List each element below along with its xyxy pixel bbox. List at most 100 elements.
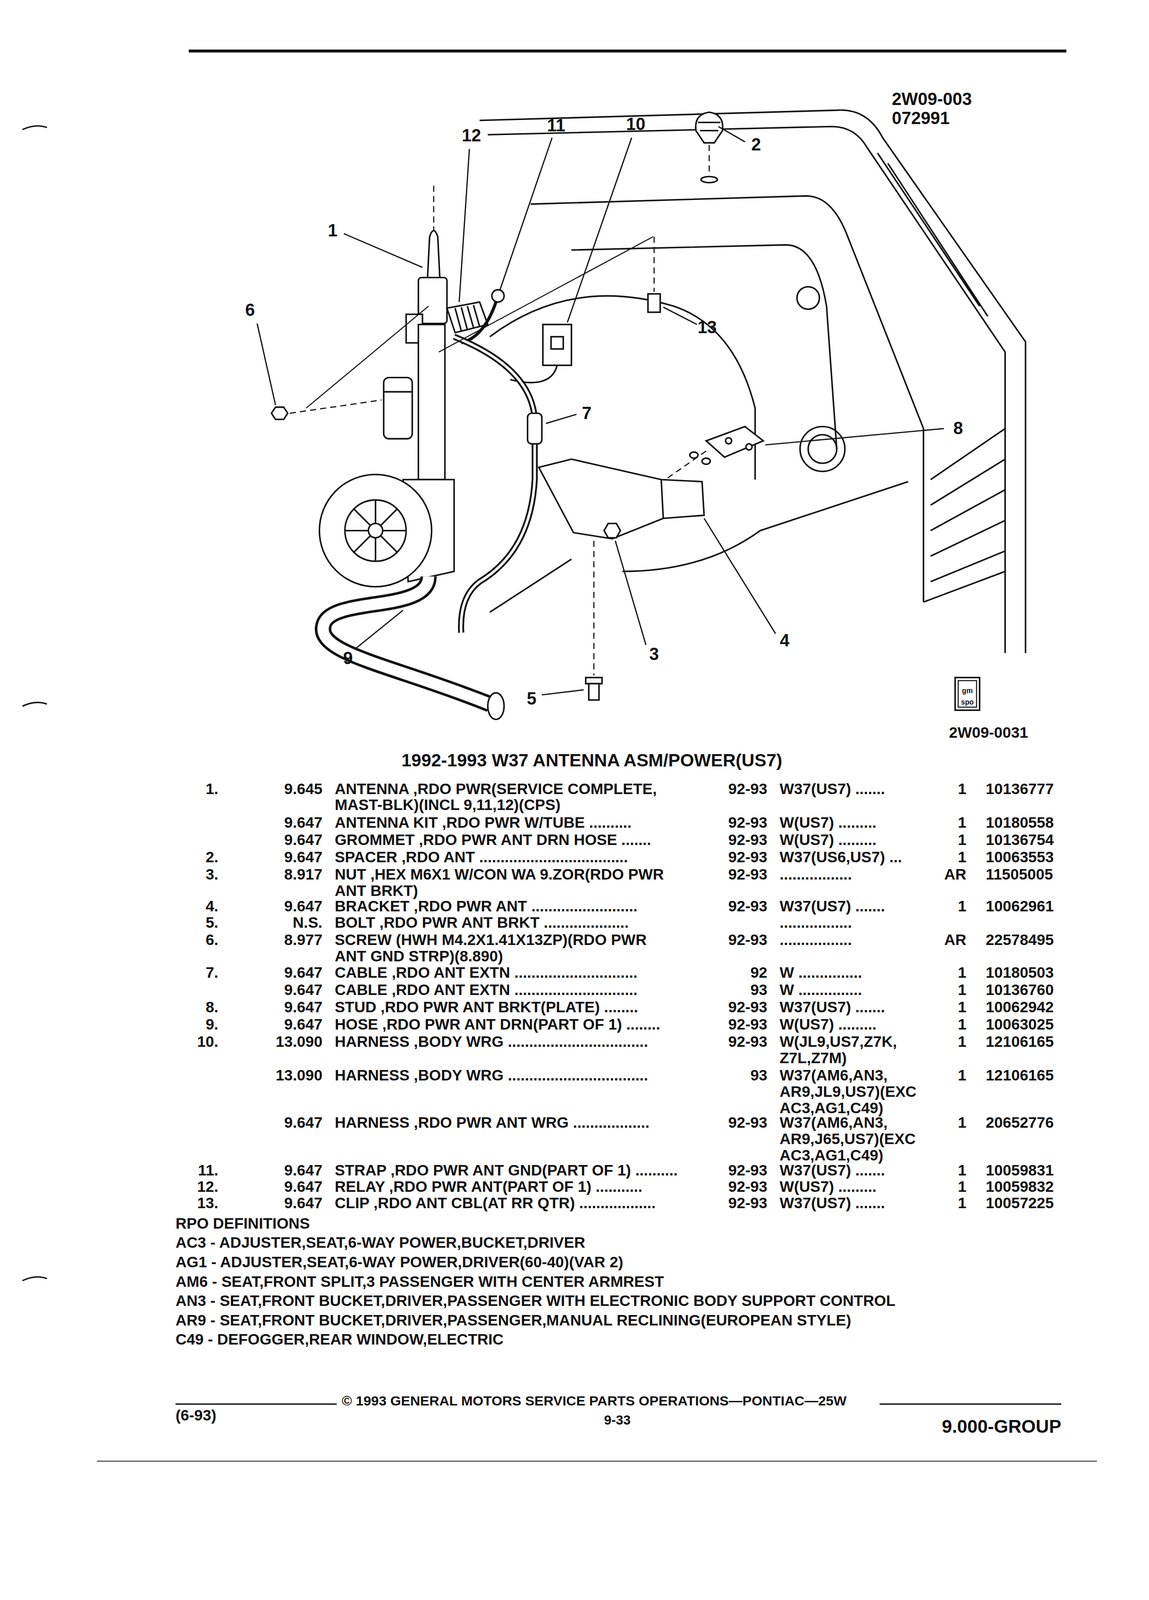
- group-number: 9.647: [284, 814, 323, 831]
- group-number: 9.647: [284, 1178, 323, 1195]
- model-years: 92: [750, 964, 768, 981]
- model-years: 92-93: [728, 898, 768, 915]
- model-years: 92-93: [728, 1194, 768, 1212]
- figure-code: 2W09-0031: [949, 724, 1029, 742]
- part-number: 12106165: [985, 1033, 1055, 1050]
- group-number: 9.647: [284, 849, 323, 866]
- usage-code: W(JL9,US7,Z7K, Z7L,Z7M): [779, 1033, 959, 1067]
- callout-number: 1: [327, 220, 338, 241]
- part-description: HARNESS ,BODY WRG ......................…: [334, 1067, 702, 1084]
- part-number: 10063025: [985, 1016, 1055, 1033]
- usage-code: W37(AM6,AN3, AR9,JL9,US7)(EXC AC3,AG1,C4…: [779, 1067, 959, 1117]
- model-years: 92-93: [728, 814, 768, 831]
- figure-code: 2W09-003: [891, 89, 972, 110]
- ref-number: 4.: [205, 898, 219, 915]
- part-number: 10062961: [985, 898, 1055, 915]
- group-number: 8.917: [284, 866, 323, 883]
- group-name: 9.000-GROUP: [941, 1415, 1062, 1437]
- part-description: ANTENNA KIT ,RDO PWR W/TUBE ..........: [334, 814, 702, 831]
- rpo-definition: AN3 - SEAT,FRONT BUCKET,DRIVER,PASSENGER…: [175, 1292, 896, 1310]
- quantity: 1: [957, 1114, 967, 1131]
- ref-number: 5.: [205, 914, 219, 931]
- group-number: 9.647: [284, 898, 323, 915]
- usage-code: W37(US7) .......: [779, 999, 959, 1016]
- usage-code: W37(AM6,AN3, AR9,J65,US7)(EXC AC3,AG1,C4…: [779, 1114, 959, 1164]
- quantity: 1: [957, 1162, 967, 1179]
- assembly-lines: [289, 144, 710, 676]
- ref-number: 12.: [197, 1178, 219, 1195]
- usage-code: .................: [779, 931, 959, 949]
- part-number: 10180558: [985, 814, 1055, 831]
- callout-number: 6: [244, 299, 255, 321]
- usage-code: W(US7) .........: [779, 831, 959, 849]
- model-years: 93: [750, 981, 768, 999]
- callout-number: 8: [953, 418, 964, 439]
- callout-number: 4: [779, 630, 790, 651]
- group-number: 8.977: [284, 931, 323, 949]
- part-description: BRACKET ,RDO PWR ANT ...................…: [334, 898, 702, 915]
- group-number: 9.647: [284, 1194, 323, 1212]
- car-body: [479, 109, 1026, 654]
- rpo-definition: AM6 - SEAT,FRONT SPLIT,3 PASSENGER WITH …: [175, 1273, 665, 1291]
- revision-date: (6-93): [175, 1406, 217, 1425]
- quantity: 1: [957, 1016, 967, 1033]
- part-number: 22578495: [985, 931, 1055, 949]
- part-description: STRAP ,RDO PWR ANT GND(PART OF 1) ......…: [334, 1162, 702, 1179]
- group-number: N.S.: [292, 914, 323, 931]
- usage-code: W37(US7) .......: [779, 780, 959, 798]
- part-number: 10059832: [985, 1178, 1055, 1195]
- ref-number: 9.: [205, 1016, 219, 1033]
- part-description: CABLE ,RDO ANT EXTN ....................…: [334, 981, 702, 999]
- quantity: 1: [957, 1033, 967, 1050]
- quantity: 1: [957, 999, 967, 1016]
- usage-code: W ...............: [779, 964, 959, 981]
- quantity: 1: [957, 780, 967, 798]
- part-description: SCREW (HWH M4.2X1.41X13ZP)(RDO PWR ANT G…: [334, 931, 661, 965]
- part-number: 12106165: [985, 1067, 1055, 1084]
- part-number: 11505005: [985, 866, 1054, 883]
- model-years: 92-93: [728, 866, 768, 883]
- group-number: 9.647: [284, 831, 323, 849]
- usage-code: W ...............: [779, 981, 959, 999]
- usage-code: .................: [779, 914, 959, 931]
- group-number: 9.647: [284, 981, 323, 999]
- model-years: 92-93: [728, 1178, 768, 1195]
- part-number: 10136754: [985, 831, 1055, 849]
- copyright: © 1993 GENERAL MOTORS SERVICE PARTS OPER…: [341, 1393, 847, 1409]
- rpo-definition: AC3 - ADJUSTER,SEAT,6-WAY POWER,BUCKET,D…: [175, 1233, 585, 1252]
- usage-code: W37(US7) .......: [779, 898, 959, 915]
- gm-spo-logo: [954, 677, 980, 711]
- model-years: 92-93: [728, 1114, 768, 1131]
- part-description: BOLT ,RDO PWR ANT BRKT .................…: [334, 914, 702, 931]
- quantity: 1: [957, 1194, 967, 1212]
- usage-code: W(US7) .........: [779, 1016, 959, 1033]
- part-description: GROMMET ,RDO PWR ANT DRN HOSE .......: [334, 831, 702, 849]
- group-number: 9.647: [284, 1114, 323, 1131]
- part-description: HARNESS ,RDO PWR ANT WRG ...............…: [334, 1114, 702, 1131]
- callout-number: 5: [526, 688, 537, 710]
- part-description: CABLE ,RDO ANT EXTN ....................…: [334, 964, 702, 981]
- part-number: 10057225: [985, 1194, 1055, 1212]
- quantity: 1: [957, 1067, 967, 1084]
- model-years: 92-93: [728, 1016, 768, 1033]
- callout-number: 3: [649, 644, 659, 665]
- quantity: 1: [957, 981, 967, 999]
- usage-code: W37(US6,US7) ...: [779, 849, 959, 866]
- part-description: ANTENNA ,RDO PWR(SERVICE COMPLETE, MAST-…: [334, 780, 682, 814]
- group-number: 9.647: [284, 1016, 323, 1033]
- callout-number: 2: [751, 134, 761, 155]
- usage-code: W37(US7) .......: [779, 1162, 959, 1179]
- usage-code: W(US7) .........: [779, 1178, 959, 1195]
- quantity: 1: [957, 898, 967, 915]
- figure-date: 072991: [891, 108, 950, 129]
- quantity: 1: [957, 831, 967, 849]
- logo-text: gm: [962, 686, 974, 695]
- ref-number: 1.: [205, 780, 219, 798]
- usage-code: .................: [779, 866, 959, 883]
- quantity: 1: [957, 1178, 967, 1195]
- ref-number: 8.: [205, 999, 219, 1016]
- rpo-definition: AR9 - SEAT,FRONT BUCKET,DRIVER,PASSENGER…: [175, 1311, 852, 1330]
- ref-number: 6.: [205, 931, 219, 949]
- quantity: 1: [957, 964, 967, 981]
- model-years: 92-93: [728, 849, 768, 866]
